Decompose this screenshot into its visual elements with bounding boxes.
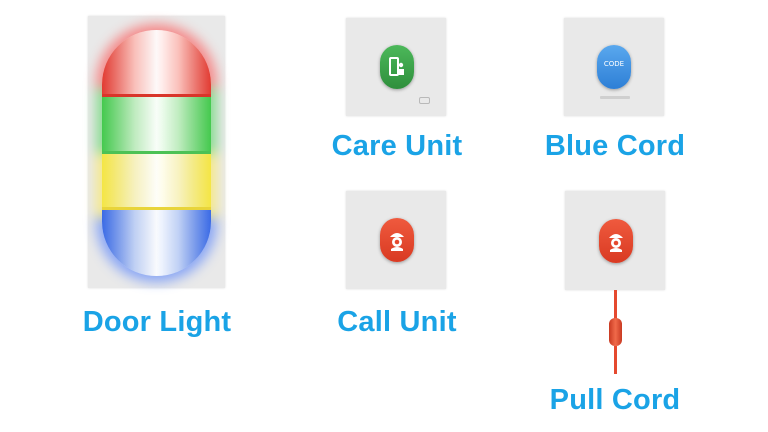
call-unit-label: Call Unit — [337, 306, 457, 338]
blue-cord-label: Blue Cord — [544, 130, 686, 162]
door-light-label: Door Light — [82, 306, 232, 338]
door-light-green-divider — [102, 151, 211, 154]
blue-cord-button[interactable]: CODE — [597, 45, 631, 89]
pull-cord-panel — [565, 191, 665, 290]
blue-cord-small-caption — [600, 96, 630, 99]
door-light-yellow-band — [102, 152, 211, 208]
nurse-icon — [609, 234, 623, 252]
care-unit-button[interactable] — [380, 45, 414, 89]
door-light-blue-band — [102, 208, 211, 276]
door-light-green-band — [102, 96, 211, 152]
door-light-red-band — [102, 30, 211, 96]
care-unit-label: Care Unit — [331, 130, 463, 162]
pull-cord-button[interactable] — [599, 219, 633, 263]
door-light-panel — [88, 16, 225, 288]
pull-cord-handle[interactable] — [609, 318, 622, 346]
blue-cord-button-text: CODE — [603, 60, 625, 68]
nurse-icon — [390, 233, 404, 251]
blue-cord-panel: CODE — [564, 18, 664, 116]
pull-cord-label: Pull Cord — [549, 384, 681, 416]
door-light-capsule — [102, 30, 211, 276]
care-unit-small-indicator — [419, 97, 430, 104]
care-unit-panel — [346, 18, 446, 116]
door-light-yellow-divider — [102, 207, 211, 210]
pull-cord-string-lower[interactable] — [614, 346, 617, 374]
pull-cord-string-upper[interactable] — [614, 290, 617, 320]
call-unit-panel — [346, 191, 446, 289]
call-unit-button[interactable] — [380, 218, 414, 262]
door-person-icon — [389, 57, 404, 76]
door-light-red-divider — [102, 94, 211, 97]
